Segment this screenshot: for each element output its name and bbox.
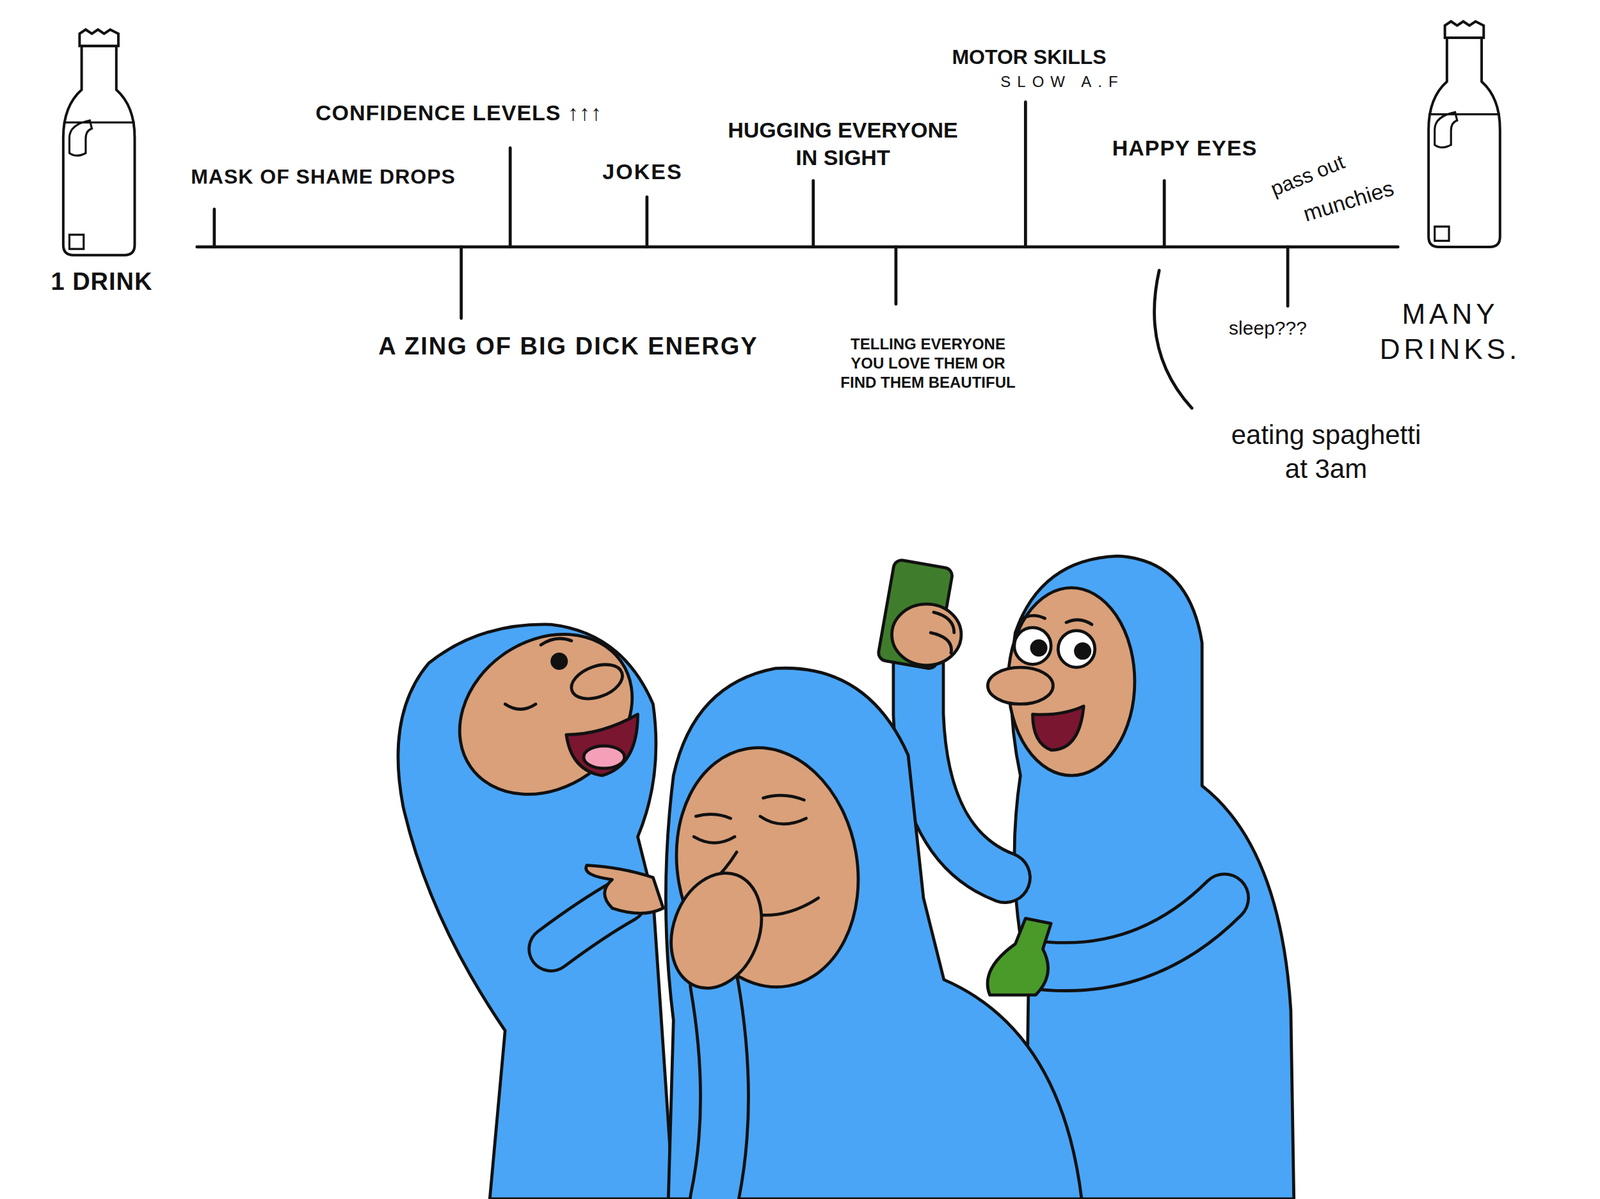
timeline-label: sleep??? [1228,316,1307,341]
timeline-label: CONFIDENCE LEVELS ↑↑↑ [315,99,603,127]
timeline-label: A ZING OF BIG DICK ENERGY [378,331,758,363]
timeline [197,101,1399,408]
timeline-label: JOKES [602,158,683,186]
bottle-cap [79,29,119,47]
timeline-label: HAPPY EYES [1112,134,1258,162]
bracket [1154,270,1193,409]
bottle-body [1428,37,1501,248]
timeline-label: SLOW A.F [1000,72,1124,92]
timeline-label: TELLING EVERYONE YOU LOVE THEM OR FIND T… [832,334,1024,393]
timeline-label: 1 DRINK [50,266,153,298]
bottle-cap [1445,21,1485,38]
bottle-detail [63,120,136,249]
bottle [1428,21,1501,247]
bottle-detail [1428,112,1501,241]
bottle-body [63,46,136,256]
timeline-label: MOTOR SKILLS [951,44,1106,70]
figures [398,556,1295,1199]
timeline-label: MASK OF SHAME DROPS [190,163,456,190]
timeline-label: MANY DRINKS. [1370,296,1531,367]
bottle [63,29,136,255]
timeline-label: HUGGING EVERYONE IN SIGHT [716,116,970,171]
timeline-label: eating spaghetti at 3am [1223,418,1429,486]
